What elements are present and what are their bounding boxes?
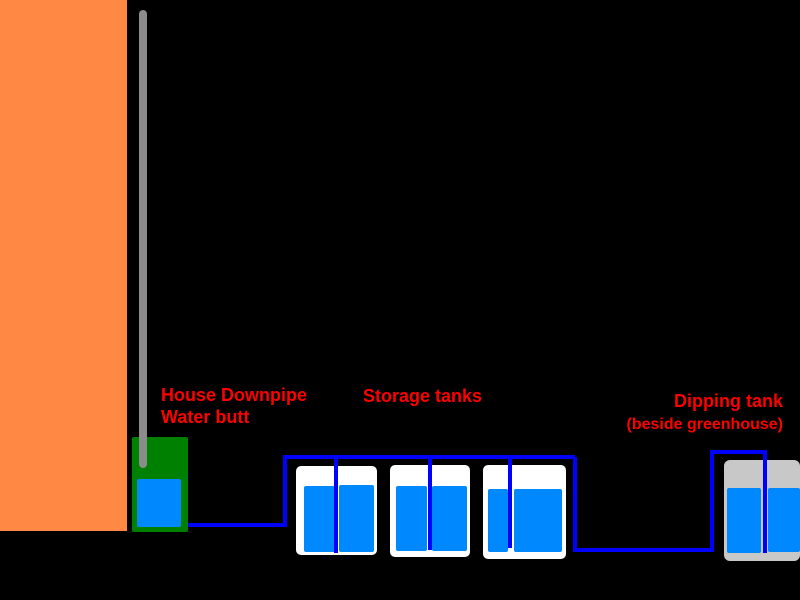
label-storage-tanks: Storage tanks xyxy=(363,386,482,406)
water-butt-water xyxy=(137,479,181,527)
label-house-downpipe: House Downpipe xyxy=(161,385,307,405)
storage-tank-2 xyxy=(390,465,470,557)
dipping-tank-water-right xyxy=(768,488,800,552)
label-dipping-tank-note: (beside greenhouse) xyxy=(627,416,783,433)
label-water-butt: Water butt xyxy=(161,407,249,427)
storage-tank-1-water-left xyxy=(304,486,335,552)
house-wall xyxy=(0,0,127,531)
dipping-tank xyxy=(724,460,800,561)
storage-tank-3-water-left xyxy=(488,489,508,552)
storage-tank-3-water-right xyxy=(514,489,562,552)
storage-tank-2-water-left xyxy=(396,486,427,551)
storage-tank-3 xyxy=(483,465,566,559)
connecting-pipes xyxy=(188,450,767,553)
storage-tank-2-water-right xyxy=(432,486,467,551)
storage-tank-1-water-right xyxy=(339,485,374,552)
dipping-tank-water-left xyxy=(727,488,761,553)
pipe-storage-to-dipping xyxy=(573,450,767,553)
label-dipping-tank: Dipping tank xyxy=(674,391,784,411)
